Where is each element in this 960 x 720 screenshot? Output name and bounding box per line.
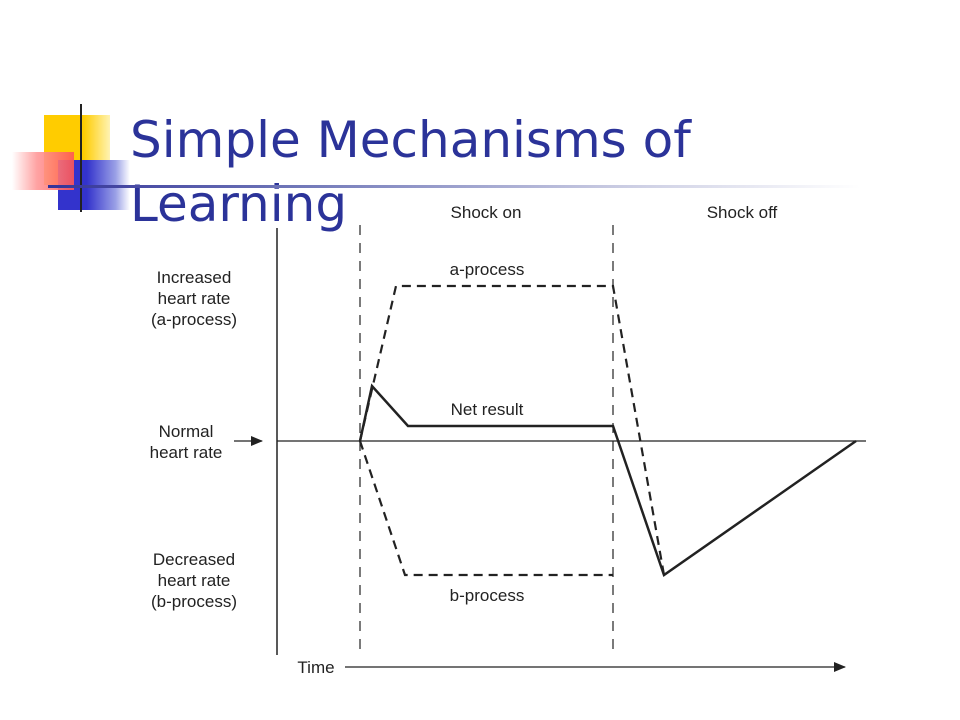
a-process-curve bbox=[358, 284, 666, 576]
logo-red-square bbox=[12, 152, 74, 190]
normal-label-line-1: Normal bbox=[159, 422, 214, 441]
increased-label-line-1: Increased bbox=[157, 268, 232, 287]
b-process-curve bbox=[358, 440, 613, 577]
normal-label-line-2: heart rate bbox=[150, 443, 223, 462]
net-result-label: Net result bbox=[451, 400, 524, 419]
slide-title: Simple Mechanisms of Learning bbox=[130, 111, 691, 233]
increased-label-line-3: (a-process) bbox=[151, 310, 237, 329]
time-label: Time bbox=[297, 658, 334, 677]
shock-on-label: Shock on bbox=[451, 203, 522, 222]
title-underline bbox=[48, 185, 860, 188]
a-process-label: a-process bbox=[450, 260, 525, 279]
net-result-curve bbox=[358, 383, 857, 577]
decreased-label-line-1: Decreased bbox=[153, 550, 235, 569]
shock-off-label: Shock off bbox=[707, 203, 778, 222]
b-process-label: b-process bbox=[450, 586, 525, 605]
increased-label-line-2: heart rate bbox=[158, 289, 231, 308]
logo-vertical-line bbox=[80, 104, 82, 212]
title-area: Simple Mechanisms of Learning bbox=[130, 108, 870, 236]
decreased-label-line-2: heart rate bbox=[158, 571, 231, 590]
decreased-label-line-3: (b-process) bbox=[151, 592, 237, 611]
